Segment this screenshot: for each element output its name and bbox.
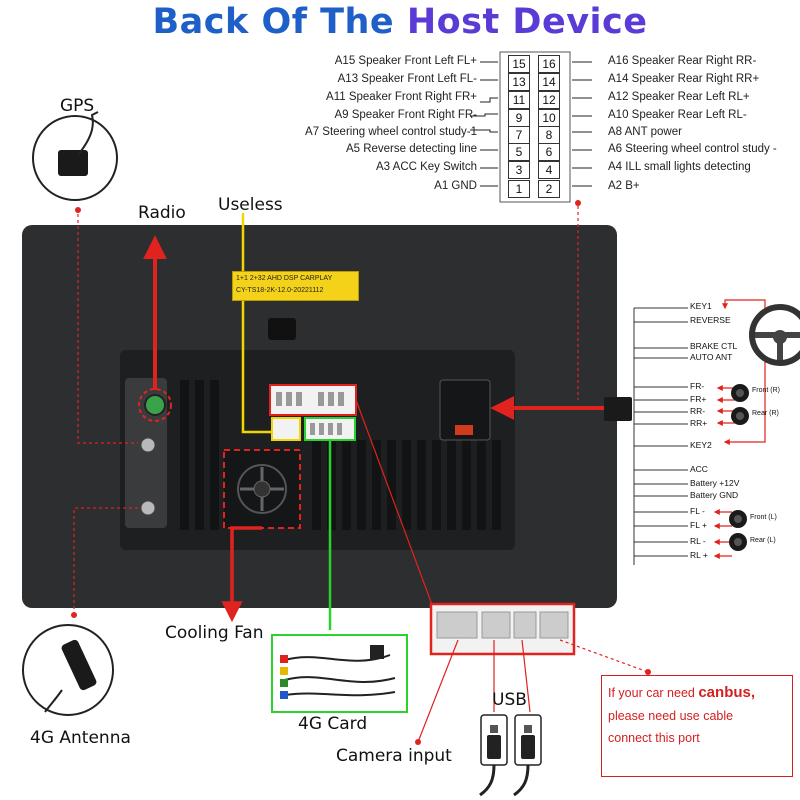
- radio-label: Radio: [138, 203, 186, 223]
- speaker-label-front-r: Front (R): [752, 387, 780, 394]
- usb-cable-icon: [479, 714, 508, 797]
- pinout-right-label: A2 B+: [608, 180, 640, 192]
- pin-box: 12: [538, 91, 560, 109]
- harness-wire-label: KEY2: [690, 440, 712, 450]
- speaker-icon: [731, 407, 749, 425]
- pin-box: 8: [538, 126, 560, 144]
- harness-wire-label: RR+: [690, 418, 708, 428]
- harness-wire-label: ACC: [690, 464, 708, 474]
- pinout-left-label: A3 ACC Key Switch: [376, 161, 477, 173]
- heat-sink: [180, 380, 501, 530]
- pinout-left-label: A9 Speaker Front Right FR-: [334, 109, 477, 121]
- usb-cable-icon: [513, 714, 542, 797]
- cooling-fan-label: Cooling Fan: [165, 623, 264, 643]
- pin-box: 15: [508, 55, 530, 73]
- speaker-icon: [729, 533, 747, 551]
- pin-box: 14: [538, 73, 560, 91]
- harness-wire-label: Battery +12V: [690, 478, 740, 488]
- harness-wire-label: FR+: [690, 394, 707, 404]
- pin-box: 9: [508, 109, 530, 127]
- sticker-line1: 1+1 2+32 AHD DSP CARPLAY: [236, 275, 333, 282]
- pinout-right-label: A4 ILL small lights detecting: [608, 161, 751, 173]
- speaker-label-rear-l: Rear (L): [750, 537, 776, 544]
- pinout-left-label: A5 Reverse detecting line: [345, 143, 477, 155]
- 4g-port-icon: [140, 500, 156, 516]
- harness-wire-label: KEY1: [690, 301, 712, 311]
- pin-box: 5: [508, 143, 530, 161]
- pinout-left-label: A1 GND: [434, 180, 477, 192]
- pinout-right-label: A14 Speaker Rear Right RR+: [608, 73, 760, 85]
- pinout-right-label: A12 Speaker Rear Left RL+: [608, 91, 750, 103]
- pin-box: 16: [538, 55, 560, 73]
- harness-wire-label: BRAKE CTL: [690, 341, 738, 351]
- gps-port-icon: [140, 437, 156, 453]
- sticker-line2: CY-TS18-2K-12.0-20221112: [236, 287, 324, 294]
- usb-label: USB: [492, 690, 527, 710]
- pinout-left-label: A15 Speaker Front Left FL+: [334, 55, 477, 67]
- title-part1: Back Of The: [152, 2, 395, 42]
- device-sticker: 1+1 2+32 AHD DSP CARPLAY CY-TS18-2K-12.0…: [232, 271, 359, 301]
- pinout-right-label: A8 ANT power: [608, 126, 682, 138]
- canbus-line2: please need use cable: [608, 709, 734, 723]
- useless-label: Useless: [218, 195, 283, 215]
- harness-wire-label: REVERSE: [690, 315, 731, 325]
- canbus-line1: If your car need canbus,: [608, 684, 755, 701]
- gps-label: GPS: [60, 96, 95, 116]
- canbus-info-box: If your car need canbus, please need use…: [601, 675, 793, 777]
- 4g-antenna-icon: [22, 624, 114, 716]
- 4g-card-image-frame: [271, 634, 408, 713]
- pin-box: 1: [508, 180, 530, 198]
- harness-wire-label: RL -: [690, 536, 706, 546]
- harness-wire-label: AUTO ANT: [690, 352, 733, 362]
- pinout-right-label: A10 Speaker Rear Left RL-: [608, 109, 747, 121]
- harness-wire-label: RL +: [690, 550, 708, 560]
- pin-box: 10: [538, 109, 560, 127]
- pinout-right-label: A6 Steering wheel control study -: [608, 143, 777, 155]
- pin-box: 7: [508, 126, 530, 144]
- speaker-icon: [729, 510, 747, 528]
- radio-port-icon: [144, 394, 166, 416]
- speaker-icon: [731, 384, 749, 402]
- pin-box: 3: [508, 161, 530, 179]
- pin-box: 11: [508, 91, 530, 109]
- harness-wire-label: FL -: [690, 506, 705, 516]
- pinout-left-label: A11 Speaker Front Right FR+: [326, 91, 477, 103]
- canbus-line1-emph: canbus,: [698, 684, 756, 701]
- gps-antenna-icon: [32, 111, 118, 201]
- steering-wheel-icon: [749, 304, 800, 366]
- pin-box: 6: [538, 143, 560, 161]
- pinout-left-label: A13 Speaker Front Left FL-: [337, 73, 477, 85]
- harness-wire-label: Battery GND: [690, 490, 739, 500]
- 4g-card-label: 4G Card: [298, 714, 368, 734]
- camera-input-label: Camera input: [336, 746, 452, 766]
- main-harness-socket: [439, 379, 491, 441]
- harness-wire-label: FL +: [690, 520, 707, 530]
- canbus-line1-prefix: If your car need: [608, 686, 695, 700]
- harness-wire-label: FR-: [690, 381, 705, 391]
- title-part2: Host Device: [406, 2, 648, 42]
- harness-wire-label: RR-: [690, 406, 706, 416]
- pin-box: 2: [538, 180, 560, 198]
- pinout-left-label: A7 Steering wheel control study-1: [305, 126, 477, 138]
- page-title: Back Of The Host Device: [0, 2, 800, 42]
- speaker-label-rear-r: Rear (R): [752, 410, 779, 417]
- canbus-line3: connect this port: [608, 731, 700, 745]
- speaker-label-front-l: Front (L): [750, 514, 777, 521]
- pinout-right-label: A16 Speaker Rear Right RR-: [608, 55, 757, 67]
- pin-box: 13: [508, 73, 530, 91]
- 4g-antenna-label: 4G Antenna: [30, 728, 131, 748]
- pin-box: 4: [538, 161, 560, 179]
- pinout-connector-outline: [499, 51, 571, 203]
